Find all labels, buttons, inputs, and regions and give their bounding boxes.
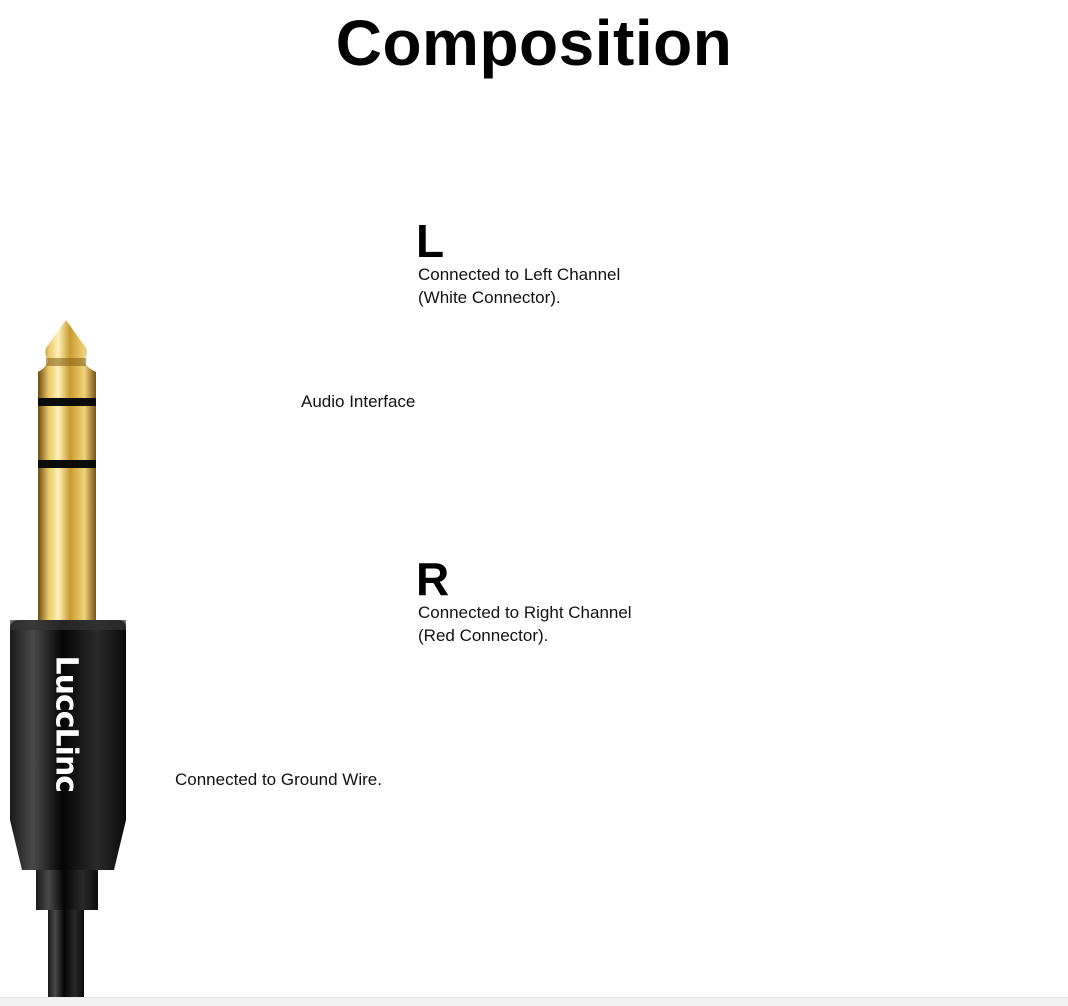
- trs-plug: [10, 320, 126, 998]
- bottom-edge: [0, 997, 1068, 1006]
- rca-left-brand-label: LuccLinc: [808, 220, 946, 255]
- plug-ring-1: [38, 398, 96, 406]
- plug-tip: [38, 320, 96, 385]
- ground-wire-label: Connected to Ground Wire.: [175, 770, 382, 789]
- audio-interface-label: Audio Interface: [301, 392, 416, 411]
- plug-body: [10, 620, 126, 870]
- plug-ring-2: [38, 460, 96, 468]
- left-channel-letter: L: [416, 215, 445, 267]
- rca-right-brand-label: LuccLinc: [808, 558, 946, 593]
- left-channel-desc-line1: Connected to Left Channel: [418, 265, 621, 284]
- right-channel-desc-line2: (Red Connector).: [418, 626, 549, 645]
- plug-strain-relief: [36, 870, 98, 910]
- plug-sleeve: [38, 385, 96, 620]
- plug-brand-label: LuccLinc: [48, 655, 84, 793]
- right-channel-desc-line1: Connected to Right Channel: [418, 603, 632, 622]
- left-channel-desc-line2: (White Connector).: [418, 288, 561, 307]
- diagram-title: Composition: [335, 7, 733, 79]
- right-channel-letter: R: [416, 553, 450, 605]
